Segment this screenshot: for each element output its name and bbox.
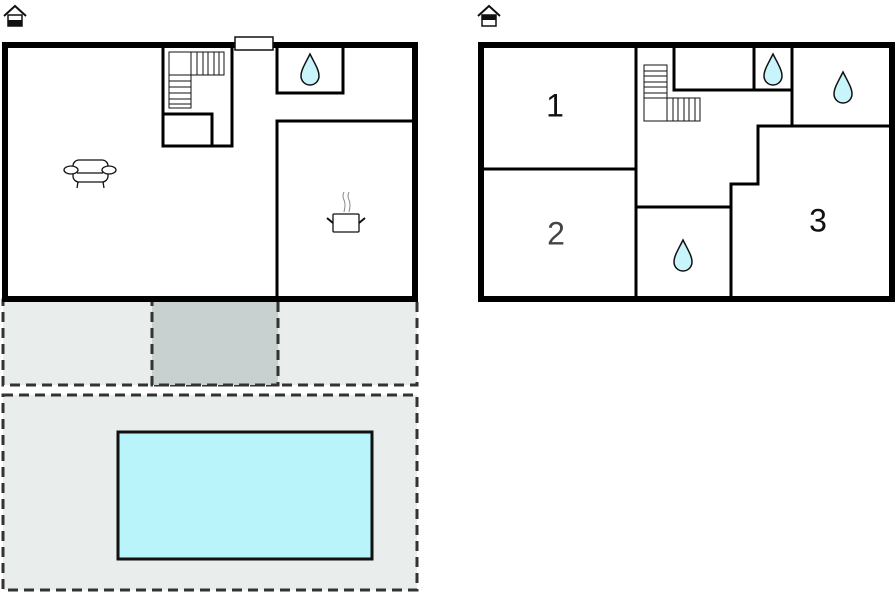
staircase-upper (643, 64, 701, 122)
window (234, 36, 274, 51)
house-ground-floor-icon (3, 4, 27, 27)
house-upper-floor-icon (477, 4, 501, 27)
room-label-1: 1 (546, 87, 564, 123)
water-drop-bathroom-icon (300, 53, 320, 86)
cooking-pot-icon (326, 191, 366, 233)
room-label-2: 2 (547, 215, 565, 251)
ground-floor-walls (2, 42, 418, 302)
sofa-icon (63, 159, 117, 189)
water-drop-ensuite-icon (833, 71, 853, 104)
room-label-3: 3 (809, 202, 827, 238)
water-drop-small-bathroom-icon (763, 53, 783, 86)
pool (116, 430, 374, 561)
staircase (168, 51, 225, 109)
water-drop-bathroom-icon (673, 239, 693, 272)
covered-terrace (150, 298, 280, 387)
upper-floor-walls (478, 42, 895, 302)
